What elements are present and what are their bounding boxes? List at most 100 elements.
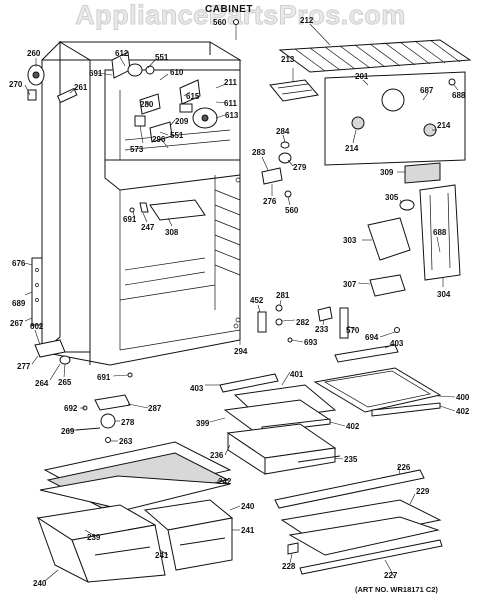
part-label: 615 [186, 92, 200, 101]
crisper-cover-frame [288, 516, 440, 556]
part-label: 691 [97, 373, 111, 382]
part-label: 676 [12, 259, 26, 268]
part-label: 551 [155, 53, 169, 62]
evaporator-cover [324, 71, 466, 166]
part-label: 691 [123, 215, 137, 224]
part-label: 279 [293, 163, 307, 172]
cabinet-shell [41, 40, 242, 366]
part-label: 264 [35, 379, 49, 388]
part-label: 213 [281, 55, 295, 64]
part-label: 309 [380, 168, 394, 177]
part-label: 689 [12, 299, 26, 308]
part-label: 242 [218, 477, 232, 486]
crisper-cover [39, 441, 232, 511]
part-label: 267 [10, 319, 24, 328]
part-label: 303 [343, 236, 357, 245]
part-label: 400 [456, 393, 470, 402]
part-label: 211 [224, 78, 237, 87]
shelf-trim [371, 402, 441, 417]
part-label: 278 [121, 418, 135, 427]
glass-shelf [313, 367, 442, 413]
part-number-labels: 560 212 260 270 261 612 551 691 610 280 … [9, 16, 470, 588]
part-label: 214 [437, 121, 451, 130]
crisper-rail [274, 469, 425, 509]
caster [59, 355, 71, 365]
meat-pan [226, 423, 337, 475]
bracket [369, 274, 406, 297]
shelf-rail [219, 373, 279, 393]
part-label: 260 [27, 49, 41, 58]
ice-tray [269, 79, 319, 102]
part-label: 403 [190, 384, 204, 393]
part-label: 235 [344, 455, 358, 464]
art-number: (ART NO. WR18171 C2) [355, 585, 438, 594]
part-label: 282 [296, 318, 310, 327]
part-label: 283 [252, 148, 266, 157]
part-label: 209 [175, 117, 189, 126]
label-plate [404, 162, 441, 184]
shelf-support [139, 202, 149, 213]
part-label: 294 [234, 347, 248, 356]
part-label: 305 [385, 193, 399, 202]
part-label: 261 [74, 83, 88, 92]
part-label: 214 [345, 144, 359, 153]
mounting-hardware [257, 304, 349, 339]
watermark: AppliancePartsPros.com [75, 0, 406, 31]
crisper-trim [299, 539, 443, 575]
part-label: 281 [276, 291, 290, 300]
air-duct [419, 184, 461, 281]
part-label: 241 [155, 551, 169, 560]
part-label: 612 [115, 49, 129, 58]
part-label: 240 [33, 579, 47, 588]
part-label: 304 [437, 290, 451, 299]
part-label: 551 [170, 131, 184, 140]
part-label: 570 [346, 326, 360, 335]
part-label: 403 [390, 339, 404, 348]
part-label: 402 [346, 422, 360, 431]
part-label: 401 [290, 370, 304, 379]
part-label: 228 [282, 562, 296, 571]
part-label: 573 [130, 145, 144, 154]
crisper-drawer-right [143, 499, 234, 571]
roller [100, 413, 116, 429]
part-label: 691 [89, 69, 103, 78]
part-label: 611 [224, 99, 237, 108]
part-label: 276 [263, 197, 277, 206]
part-label: 399 [196, 419, 210, 428]
part-label: 694 [365, 333, 379, 342]
part-label: 560 [213, 18, 227, 27]
control-housing [367, 217, 411, 261]
part-label: 560 [285, 206, 299, 215]
part-label: 269 [61, 427, 75, 436]
freezer-wire-shelf [278, 39, 472, 73]
part-label: 277 [17, 362, 31, 371]
part-label: 687 [420, 86, 434, 95]
leader-lines [24, 23, 459, 582]
freezer-components [111, 51, 218, 143]
freezer-shelf [149, 199, 206, 221]
part-label: 692 [64, 404, 78, 413]
part-label: 688 [452, 91, 466, 100]
part-label: 688 [433, 228, 447, 237]
part-label: 239 [87, 533, 101, 542]
part-label: 270 [9, 80, 23, 89]
part-label: 280 [140, 100, 154, 109]
part-label: 201 [355, 72, 369, 81]
shelf-rail [334, 344, 399, 363]
part-label: 287 [148, 404, 162, 413]
part-label: 284 [276, 127, 290, 136]
part-label: 226 [397, 463, 411, 472]
part-label: 233 [315, 325, 329, 334]
crisper-drawer-left [36, 504, 166, 584]
part-label: 265 [58, 378, 72, 387]
part-label: 307 [343, 280, 357, 289]
part-label: 212 [300, 16, 314, 25]
control-knob [399, 199, 415, 211]
part-label: 610 [170, 68, 184, 77]
part-label: 236 [210, 451, 224, 460]
screw [448, 78, 456, 86]
part-label: 241 [241, 526, 255, 535]
cover-support [287, 542, 299, 555]
leveling-bracket [94, 394, 131, 411]
